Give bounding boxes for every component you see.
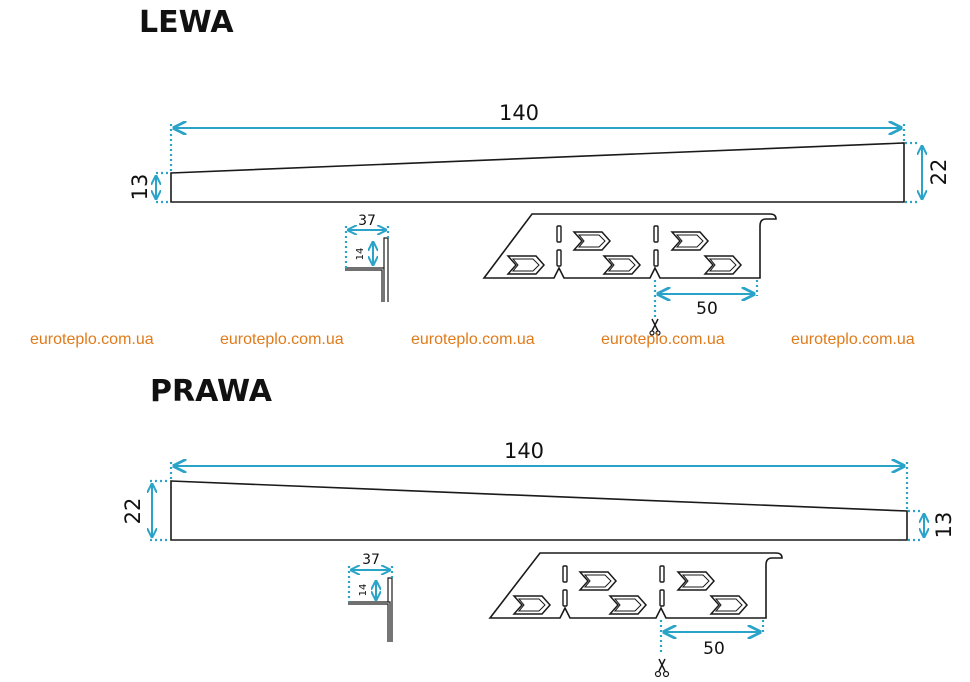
- prawa-perforated-strip: [488, 552, 783, 619]
- lewa-left-height-dimension: 13: [128, 171, 170, 204]
- lewa-title: LEWA: [139, 5, 234, 40]
- watermark-row: euroteplo.com.ua euroteplo.com.ua eurote…: [30, 331, 915, 348]
- scissors-icon: [649, 318, 661, 336]
- lewa-profile-height-label: 14: [355, 248, 366, 261]
- lewa-section: LEWA 140 13 22: [128, 5, 951, 336]
- lewa-cut-spacing-dimension: 50: [653, 280, 759, 319]
- prawa-title: PRAWA: [150, 374, 273, 409]
- prawa-profile-width-label: 37: [362, 552, 380, 568]
- prawa-length-dimension: 140: [169, 439, 909, 510]
- prawa-profile-detail: 37 14: [347, 552, 394, 642]
- prawa-right-height-dimension: 13: [908, 509, 956, 542]
- lewa-right-height-label: 22: [927, 159, 951, 186]
- lewa-profile-width-label: 37: [358, 213, 376, 229]
- watermark-text: euroteplo.com.ua: [791, 331, 915, 348]
- prawa-board-outline: [170, 480, 908, 541]
- prawa-left-height-dimension: 22: [121, 479, 170, 542]
- prawa-section: PRAWA 140 22 13 37: [121, 374, 956, 678]
- lewa-left-height-label: 13: [128, 174, 152, 201]
- watermark-text: euroteplo.com.ua: [220, 331, 344, 348]
- lewa-perforated-strip: [482, 213, 777, 279]
- prawa-cut-spacing-dimension: 50: [659, 620, 765, 659]
- lewa-length-dimension: 140: [169, 101, 906, 172]
- scissors-icon: [654, 658, 670, 678]
- lewa-right-height-dimension: 22: [905, 141, 951, 204]
- lewa-length-label: 140: [499, 101, 539, 125]
- lewa-profile-detail: 37 14: [344, 213, 390, 302]
- lewa-cut-spacing-label: 50: [696, 299, 718, 319]
- prawa-right-height-label: 13: [932, 512, 956, 539]
- prawa-left-height-label: 22: [121, 498, 145, 525]
- watermark-text: euroteplo.com.ua: [411, 331, 535, 348]
- watermark-text: euroteplo.com.ua: [30, 331, 154, 348]
- prawa-length-label: 140: [504, 439, 544, 463]
- prawa-profile-height-label: 14: [358, 584, 369, 597]
- lewa-board-outline: [170, 142, 905, 203]
- watermark-text: euroteplo.com.ua: [601, 331, 725, 348]
- prawa-cut-spacing-label: 50: [703, 639, 725, 659]
